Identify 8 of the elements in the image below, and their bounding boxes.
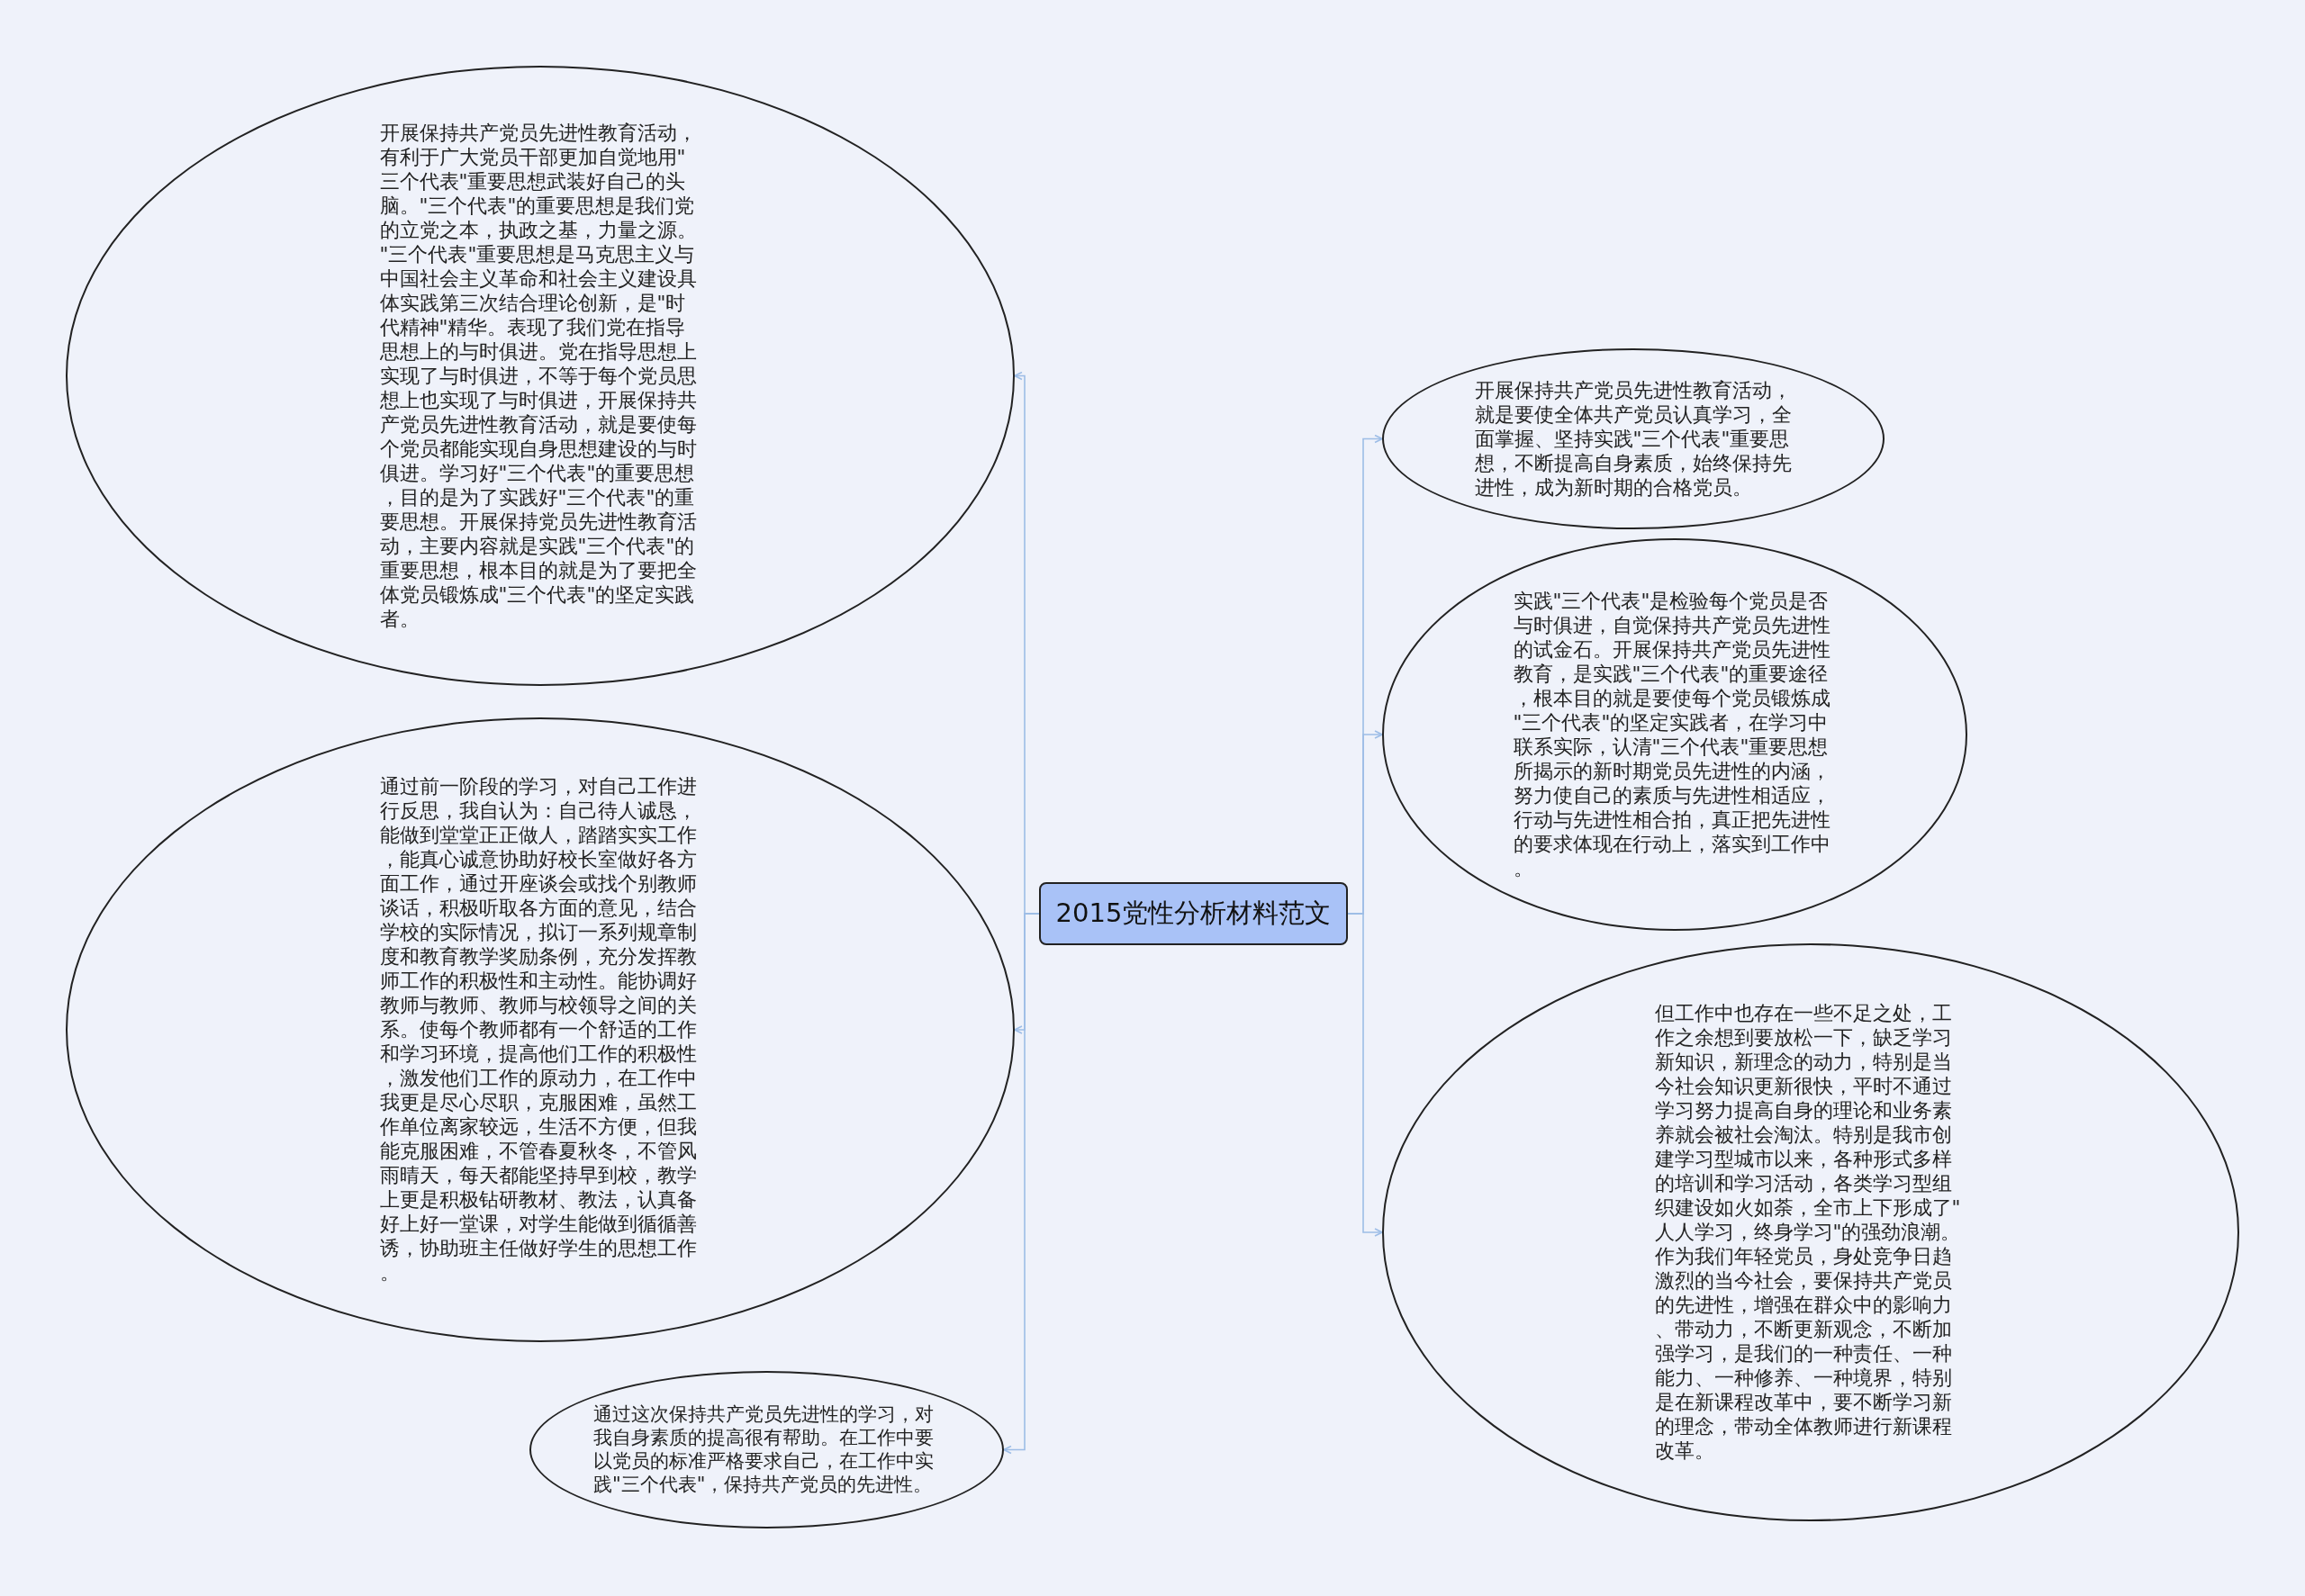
body-text: 实践"三个代表"是检验每个党员是否与时俱进，自觉保持共产党员先进性的试金石。开展保持共产党员先进性教育，是实践"三个代表"的重要途径，根本目的就是要使每个党员锻炼成"三个代表"的坚定实践者，在学习中联系实际，认清"三个代表"重要思想所揭示的新时期党员先进性的内涵，努力使自己的素质与先进性相适应，行动与先进性相合拍，真正把先进性的要求体现在行动上，落实到工作中。 <box>1513 588 1831 880</box>
body-text: 开展保持共产党员先进性教育活动，就是要使全体共产党员认真学习，全面掌握、坚持实践"三个代表"重要思想，不断提高自身素质，始终保持先进性，成为新时期的合格党员。 <box>1474 377 1792 500</box>
body-text: 开展保持共产党员先进性教育活动，有利于广大党员干部更加自觉地用"三个代表"重要思想武装好自己的头脑。"三个代表"的重要思想是我们党的立党之本，执政之基，力量之源。"三个代表"重要思想是马克思主义与中国社会主义革命和社会主义建设具体实践第三次结合理论创新，是"时代精神"精华。表现了我们党在指导思想上的与时俱进。党在指导思想上实现了与时俱进，不等于每个党员思想上也实现了与时俱进，开展保持共产党员先进性教育活动，就是要使每个党员都能实现自身思想建设的与时俱进。学习好"三个代表"的重要思想，目的是为了实践好"三个代表"的重要思想。开展保持党员先进性教育活动，主要内容就是实践"三个代表"的重要思想，根本目的就是为了要把全体党员锻炼成"三个代表"的坚定实践者。 <box>379 120 698 631</box>
body-text: 通过这次保持共产党员先进性的学习，对我自身素质的提高很有帮助。在工作中要以党员的标准严格要求自己，在工作中实践"三个代表"，保持共产党员的先进性。 <box>593 1402 935 1496</box>
body-text: 但工作中也存在一些不足之处，工作之余想到要放松一下，缺乏学习新知识，新理念的动力，特别是当今社会知识更新很快，平时不通过学习努力提高自身的理论和业务素养就会被社会淘汰。特别是我市创建学习型城市以来，各种形式多样的培训和学习活动，各类学习型组织建设如火如荼，全市上下形成了"人人学习，终身学习"的强劲浪潮。作为我们年轻党员，身处竞争日趋激烈的当今社会，要保持共产党员的先进性，增强在群众中的影响力、带动力，不断更新观念，不断加强学习，是我们的一种责任、一种能力、一种修养、一种境界，特别是在新课程改革中，要不断学习新的理念，带动全体教师进行新课程改革。 <box>1654 1001 1962 1463</box>
topic-box <box>1039 882 1348 945</box>
body-text: 通过前一阶段的学习，对自己工作进行反思，我自认为：自己待人诚恳，能做到堂堂正正做人，踏踏实实工作，能真心诚意协助好校长室做好各方面工作，通过开座谈会或找个别教师谈话，积极听取各方面的意见，结合学校的实际情况，拟订一系列规章制度和教育教学奖励条例，充分发挥教师工作的积极性和主动性。能协调好教师与教师、教师与校领导之间的关系。使每个教师都有一个舒适的工作和学习环境，提高他们工作的积极性，激发他们工作的原动力，在工作中我更是尽心尽职，克服困难，虽然工作单位离家较远，生活不方便，但我能克服困难，不管春夏秋冬，不管风雨晴天，每天都能坚持早到校，教学上更是积极钻研教材、教法，认真备好上好一堂课，对学生能做到循循善诱，协助班主任做好学生的思想工作。 <box>379 774 698 1285</box>
topic-text: 2015党性分析材料范文 <box>1055 897 1332 930</box>
